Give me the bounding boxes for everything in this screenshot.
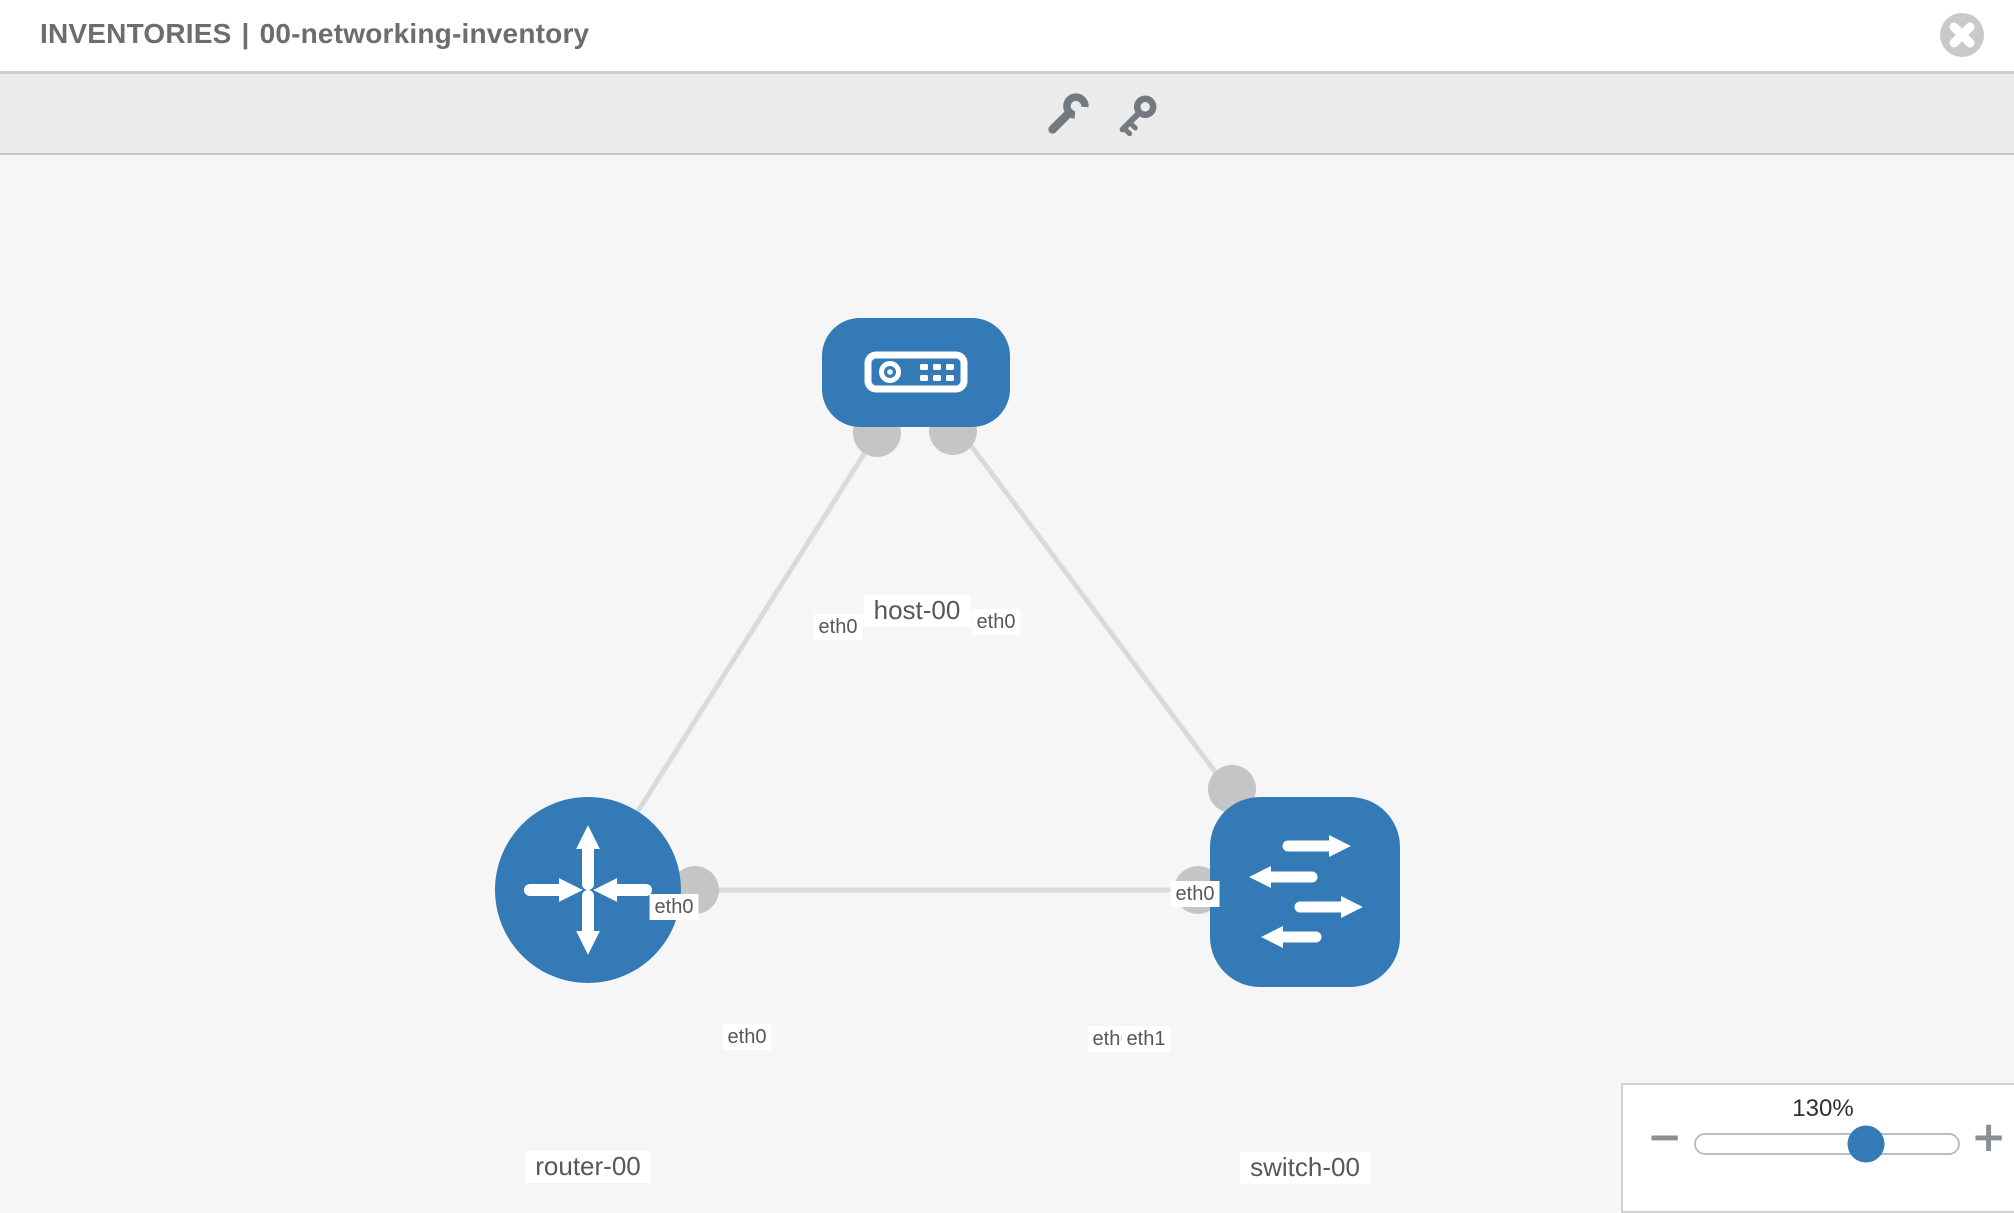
- router-icon: [524, 825, 652, 955]
- interface-label: eth1: [1121, 1026, 1171, 1052]
- switch-icon: [1249, 835, 1363, 948]
- link-host-router[interactable]: [585, 370, 919, 892]
- zoom-slider-track[interactable]: [1694, 1125, 1960, 1163]
- breadcrumb-separator: |: [241, 18, 250, 49]
- interface-label: eth0: [813, 614, 863, 640]
- page-title: INVENTORIES | 00-networking-inventory: [40, 18, 589, 50]
- toolbar: [0, 74, 2014, 155]
- key-button[interactable]: [1108, 88, 1164, 144]
- zoom-panel: 130% − +: [1621, 1083, 2014, 1213]
- close-button[interactable]: [1940, 13, 1984, 57]
- node-router-00[interactable]: [495, 797, 681, 983]
- zoom-in-button[interactable]: +: [1971, 1112, 2007, 1161]
- topology-canvas[interactable]: eth0 eth0 eth0 eth0 eth0 eth0 eth1 host-…: [0, 155, 2014, 1200]
- interface-label: eth0: [649, 894, 699, 920]
- node-label-host: host-00: [863, 595, 971, 627]
- zoom-level: 130%: [1792, 1095, 1854, 1122]
- interface-label: eth0: [1170, 881, 1220, 907]
- key-icon: [1119, 95, 1157, 137]
- wrench-icon: [1048, 93, 1089, 134]
- node-switch-00[interactable]: [1210, 797, 1400, 987]
- interface-label: eth0: [971, 609, 1021, 635]
- tools-button[interactable]: [1038, 88, 1094, 144]
- host-icon: [864, 351, 968, 393]
- node-label-router: router-00: [525, 1151, 651, 1183]
- topology-graph: [495, 318, 1400, 987]
- inventory-name: 00-networking-inventory: [259, 18, 590, 49]
- breadcrumb-section: INVENTORIES: [40, 18, 232, 49]
- interface-label: eth0: [722, 1024, 772, 1050]
- zoom-out-button[interactable]: −: [1647, 1112, 1683, 1161]
- zoom-slider-knob[interactable]: [1847, 1125, 1884, 1163]
- node-label-switch: switch-00: [1240, 1152, 1370, 1184]
- close-icon: [1949, 22, 1975, 48]
- header-bar: INVENTORIES | 00-networking-inventory: [0, 0, 2014, 74]
- node-host-00[interactable]: [822, 318, 1010, 427]
